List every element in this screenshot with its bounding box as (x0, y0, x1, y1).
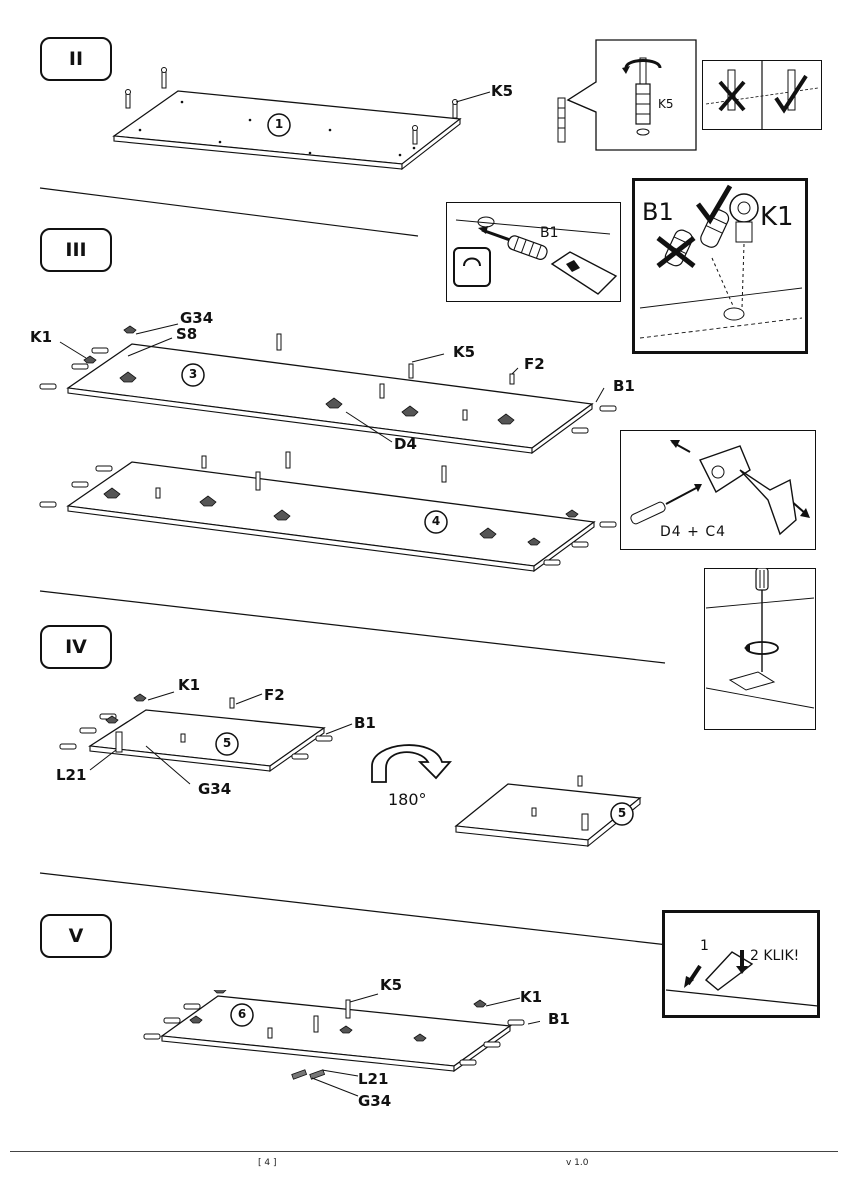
label-k1-step4: K1 (178, 676, 201, 694)
panel-5-illustration (59, 691, 353, 785)
label-l21-step5: L21 (358, 1070, 389, 1088)
panel-6-badge-circle (230, 1003, 254, 1027)
label-k1-step3: K1 (30, 328, 53, 346)
k5-zoom-inset (557, 39, 697, 151)
inset-b1-label: B1 (540, 225, 559, 241)
inset-b1-big-label: B1 (642, 198, 674, 226)
klik-step-1: 1 (700, 938, 709, 954)
label-k5-step5: K5 (380, 976, 403, 994)
hinge-caption: D4 + C4 (660, 524, 727, 540)
label-b1-step3: B1 (613, 377, 635, 395)
panel-5-badge-circle (215, 732, 239, 756)
panel-5b-number: 5 (617, 806, 627, 820)
klik-inset (662, 910, 820, 1018)
rotate-180-arrow-icon (371, 744, 452, 783)
panel-6-number: 6 (237, 1007, 247, 1021)
label-g34-step4: G34 (198, 780, 232, 798)
panel-5b-badge-circle (610, 802, 634, 826)
k5-leader (455, 91, 491, 103)
k5-depth-illustration (705, 60, 819, 130)
step-v-badge: V (40, 914, 112, 958)
label-b1-step5: B1 (548, 1010, 570, 1028)
label-s8-step3: S8 (176, 325, 198, 343)
label-k1-step5: K1 (520, 988, 543, 1006)
b1-k1-compare-illustration (639, 184, 803, 339)
panel-1-badge-circle (267, 113, 291, 137)
step-iii-badge: III (40, 228, 112, 272)
hinge-illustration (630, 440, 810, 536)
screwdriver-illustration (705, 568, 815, 709)
step-ii-badge: II (40, 37, 112, 81)
label-l21-step4: L21 (56, 766, 87, 784)
label-b1-step4: B1 (354, 714, 376, 732)
label-k5-step2: K5 (491, 82, 514, 100)
panel-4-number: 4 (431, 514, 441, 528)
version-label: v 1.0 (566, 1158, 589, 1168)
label-g34-step5: G34 (358, 1092, 392, 1110)
inset-k1-big-label: K1 (760, 202, 794, 232)
panel-1-number: 1 (274, 117, 284, 131)
label-k5-step3: K5 (453, 343, 476, 361)
b1-insert-illustration (453, 216, 618, 295)
label-g34-step3: G34 (180, 309, 214, 327)
footer-rule (10, 1151, 838, 1152)
screwdriver-inset (704, 568, 816, 730)
panel-3-badge-circle (181, 363, 205, 387)
klik-step-2: 2 KLIK! (750, 948, 800, 964)
rotation-label: 180° (388, 790, 427, 809)
klik-illustration (665, 950, 819, 1007)
label-f2-step3: F2 (524, 355, 545, 373)
panel-3-number: 3 (188, 367, 198, 381)
panel-4-badge-circle (424, 510, 448, 534)
label-d4-step3: D4 (394, 435, 417, 453)
inset-k5-label: K5 (658, 97, 674, 111)
step-iv-badge: IV (40, 625, 112, 669)
page-number: [ 4 ] (258, 1158, 277, 1168)
label-f2-step4: F2 (264, 686, 285, 704)
panel-5-number: 5 (222, 736, 232, 750)
panel-6-illustration (143, 990, 540, 1097)
